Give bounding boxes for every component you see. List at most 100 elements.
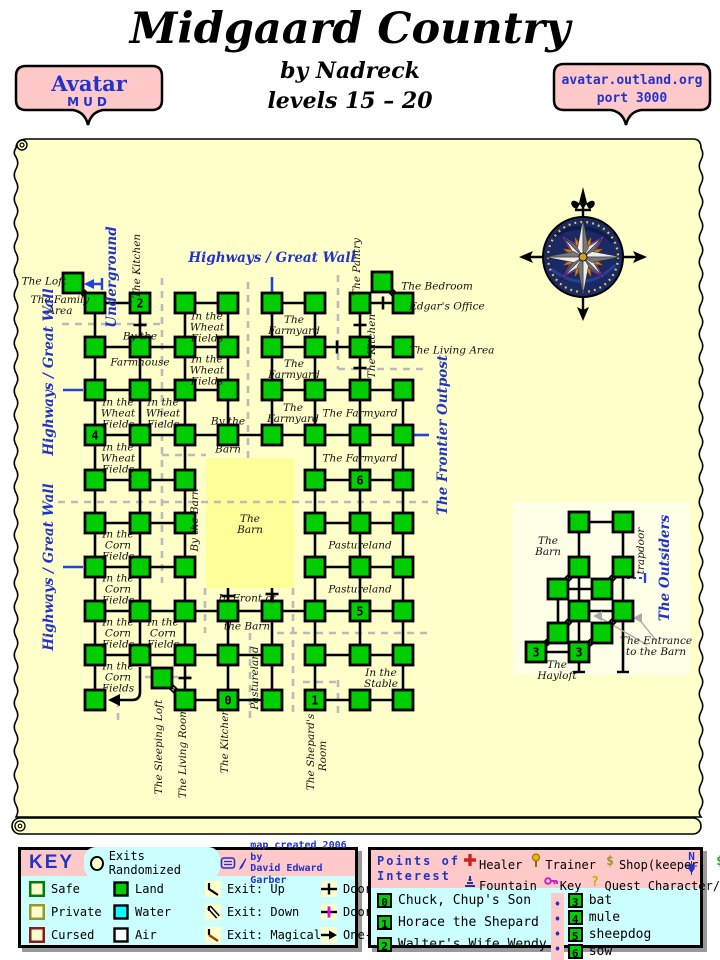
zone-label: In the [364, 667, 396, 679]
zone-label: Edgar's Office [408, 301, 485, 313]
svg-text:?: ? [592, 875, 600, 890]
room-poi-5 [348, 599, 372, 623]
poi-number-chip: 3 [567, 893, 583, 909]
room [173, 688, 197, 712]
room [348, 643, 372, 667]
room [216, 291, 240, 315]
svg-text:$: $ [606, 854, 614, 869]
room [303, 599, 327, 623]
room [216, 643, 240, 667]
key-item-safe: Safe [29, 881, 113, 897]
room [173, 378, 197, 402]
badge-mud-text: MUD [67, 95, 111, 109]
room [173, 291, 197, 315]
zone-label: The Bedroom [401, 281, 473, 293]
poi-number-chip: 5 [567, 927, 583, 943]
zone-label: Wheat [101, 408, 136, 420]
room-poi-3 [524, 640, 548, 664]
zone-label: In the [101, 617, 133, 629]
safe-icon [29, 881, 45, 897]
zone-label: In Front of [217, 593, 278, 605]
poi-entry-label: sheepdog [588, 927, 652, 942]
zone-label: Fields [101, 551, 135, 563]
room [216, 378, 240, 402]
room-poi-0 [216, 688, 240, 712]
room [216, 423, 240, 447]
room [173, 335, 197, 359]
zone-label: In the [190, 311, 222, 323]
highway-label: The Outsiders [657, 514, 673, 621]
poi-item-quest: ?Quest Character/Item [588, 875, 720, 893]
zone-label: Barn [236, 524, 263, 536]
poi-item-shop: $Shop(keeper) [603, 854, 706, 872]
zone-label: Fields [146, 419, 180, 431]
zone-label: By the [210, 416, 245, 428]
key-item-label: Private [51, 905, 102, 919]
zone-label: Farmyard [267, 369, 320, 381]
key-item-label: Exit: Magical [227, 928, 321, 942]
room [83, 555, 107, 579]
room [348, 688, 372, 712]
zone-label: The Family [31, 294, 91, 306]
doorlock-icon [321, 904, 337, 920]
credit-line2: David Edward Garber [250, 863, 323, 886]
zone-label: Area [46, 305, 72, 317]
zone-label-vertical: By the Barn [189, 488, 201, 553]
room-number: 6 [356, 474, 363, 488]
room [348, 423, 372, 447]
room [348, 291, 372, 315]
up-icon [205, 881, 221, 897]
room-poi-1 [303, 688, 327, 712]
room [128, 643, 152, 667]
room [611, 599, 635, 623]
poi-number-chip: 4 [567, 910, 583, 926]
map-credit: map created 2006 by David Edward Garber [220, 840, 355, 886]
room [216, 335, 240, 359]
zone-label: The Loft [22, 276, 67, 288]
zone-label: Fields [101, 419, 135, 431]
room [173, 643, 197, 667]
zone-label: The [284, 358, 304, 370]
level-range: levels 15 – 20 [267, 88, 433, 114]
room [348, 555, 372, 579]
key-item-down: Exit: Down [205, 904, 321, 920]
highway-label: Highways / Great Wall [41, 288, 57, 456]
room [348, 378, 372, 402]
air-icon [113, 927, 129, 943]
key-item-land: Land [113, 881, 205, 897]
room [391, 688, 415, 712]
zone-label-vertical: Pastureland [249, 646, 261, 711]
zone-label: Wheat [190, 365, 225, 377]
healer-icon [464, 854, 476, 866]
poi-item-healer: Healer [463, 854, 522, 872]
poi-title: Points of Interest [377, 854, 460, 884]
room [260, 599, 284, 623]
private-icon [29, 904, 45, 920]
highway-label: The Frontier Outpost [435, 354, 451, 515]
room [83, 468, 107, 492]
room-number: 3 [575, 646, 582, 660]
zone-label: to the Barn [626, 646, 686, 658]
room [83, 291, 107, 315]
room [391, 511, 415, 535]
room [348, 335, 372, 359]
badge-bubble [552, 62, 712, 126]
room [567, 510, 591, 534]
zone-label: The [283, 402, 303, 414]
room [173, 555, 197, 579]
oneway-icon [321, 927, 337, 943]
room [303, 511, 327, 535]
highway-label: Highways / Great Wall [187, 250, 355, 266]
key-item-label: Land [135, 882, 164, 896]
room [303, 555, 327, 579]
poi-entry-label: Chuck, Chup's Son [398, 893, 532, 908]
door-markers [133, 296, 385, 680]
room-number: 4 [91, 429, 98, 443]
